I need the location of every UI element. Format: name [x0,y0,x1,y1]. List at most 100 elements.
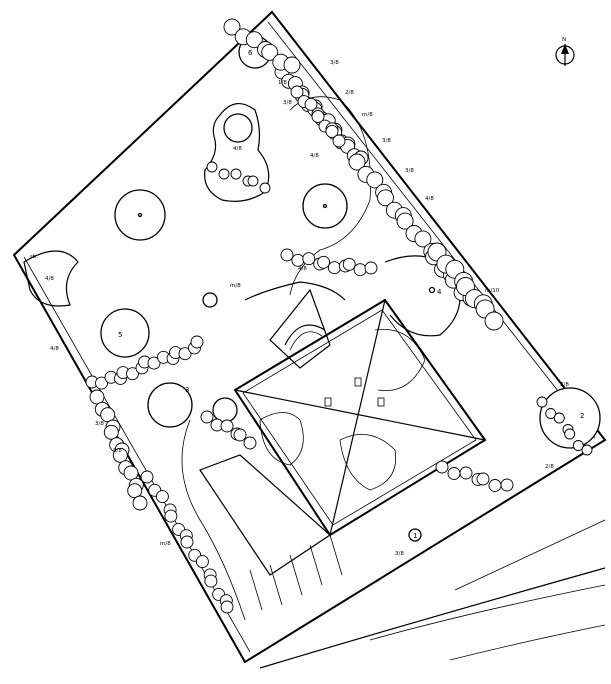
shrub [195,555,209,569]
shrub [311,110,325,123]
shrub [435,460,449,474]
shrub [572,440,584,451]
shrub [291,253,305,267]
plant-label: m/8 [362,112,373,118]
roof-ridge [234,389,486,441]
shrub [147,356,161,370]
plant-label: 2/8 [345,90,354,96]
tree-specimen [202,292,218,308]
plant-label: 3/8 [283,100,292,106]
shrub [127,483,143,499]
shrub [243,436,257,450]
tree-specimen [100,308,150,358]
shrub [414,230,432,248]
shrub [261,43,279,61]
shrub [204,574,218,588]
shrub [348,153,366,171]
patio [244,281,346,369]
driveway [181,419,343,621]
shrub [342,257,356,271]
plant-label: 2/8 [545,464,554,470]
plant-label: 3/8 [95,421,104,427]
shrub [230,168,242,180]
tree-number: 2 [580,412,584,420]
plant-label: 3/8 [395,551,404,557]
shrub [366,171,384,189]
plant-label: 4/8 [298,266,307,272]
property-inner-boundary [267,21,596,439]
shrub [233,428,247,442]
shrub [190,335,204,349]
plant-label: 4/8 [425,196,434,202]
shrub [332,134,346,148]
shrub [553,412,565,424]
shrub [353,263,367,277]
shrub [317,255,331,269]
shrub [476,472,490,486]
plant-label: 3/8 [382,138,391,144]
shrub [95,376,108,390]
plant-label: 3/8 [405,168,414,174]
plant-label: 3/8 [330,60,339,66]
shrub [180,535,194,549]
plant-label: 3/8 [113,448,122,454]
shrub [206,161,218,173]
shrub [164,509,178,523]
tree-number: 3 [185,386,189,394]
shrub [126,367,139,381]
shrub [396,212,414,230]
plant-label: 3/8 [560,382,569,388]
tree-number: 6 [248,49,253,57]
shrub [545,408,557,419]
tree-specimen [408,528,422,542]
shrub [89,389,105,405]
shrub [484,311,504,331]
shrub [500,478,514,492]
shrub [155,490,169,504]
shrub [259,182,271,194]
shrub [218,168,230,180]
tree-number: 5 [118,331,122,339]
shrub [488,479,502,492]
shrub [245,31,263,49]
shrub [364,261,378,275]
lawn-bed-west [23,250,79,307]
tree-number: 1 [413,532,417,540]
shrub [100,407,116,423]
shrub [581,444,593,456]
street-edge [259,519,606,669]
plant-label: 4/8 [233,146,242,152]
shrub [223,18,241,36]
note-label: str. [30,254,39,260]
shrub [447,467,461,480]
tree-specimen [212,397,238,423]
shrub [123,465,139,481]
house [233,298,487,537]
plant-label: m/8 [230,283,241,289]
plant-label: 1/8 [278,80,287,86]
shrub [178,347,192,361]
plant-label: m/8 [160,541,171,547]
tree-specimen [223,113,253,143]
shrub [325,124,339,138]
note-label: 4/8 [45,276,54,282]
shrub [247,175,259,187]
north-label: N [562,37,566,43]
tree-number: 4 [437,288,442,296]
plant-label: 4/8 [310,153,319,159]
shrub [290,85,304,99]
shrub [200,410,214,424]
shrub [564,428,576,440]
plant-labels: 3/8 2/8 m/8 3/8 3/8 4/8 m/10 3/8 2/8 3/8… [30,60,569,557]
shrub [220,600,234,614]
shrub [112,447,128,463]
shrub [377,189,394,207]
shrub [283,56,301,74]
shrub-masses [85,18,593,614]
plant-label: 4/8 [50,346,59,352]
shrub [132,495,148,511]
shrub [327,261,341,275]
tree-specimens: 5 3 2 6 4 1 [100,35,601,542]
roof-ridge-2 [329,299,386,536]
